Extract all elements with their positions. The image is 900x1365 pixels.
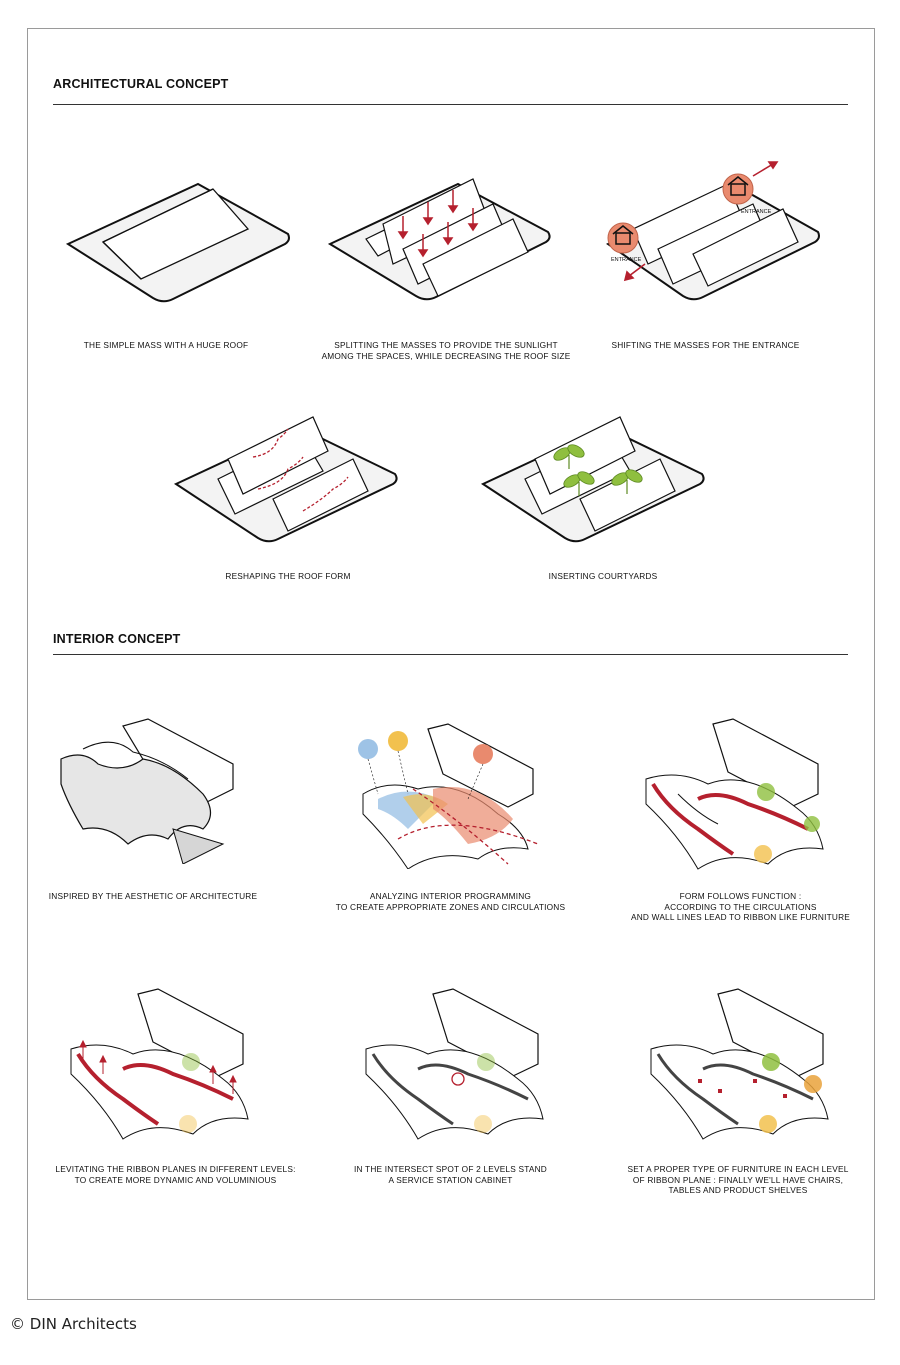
- section-divider: [53, 654, 848, 655]
- caption-programming: ANALYZING INTERIOR PROGRAMMING TO CREATE…: [328, 891, 573, 912]
- caption-line: A SERVICE STATION CABINET: [388, 1174, 513, 1185]
- caption-split-masses: SPLITTING THE MASSES TO PROVIDE THE SUNL…: [301, 340, 591, 361]
- shift-masses-diagram: ENTRANCE ENTRANCE: [606, 161, 820, 301]
- furniture-types-diagram: [650, 988, 829, 1140]
- caption-line: ACCORDING TO THE CIRCULATIONS: [664, 901, 817, 912]
- caption-line: TO CREATE APPROPRIATE ZONES AND CIRCULAT…: [335, 901, 566, 912]
- caption-aesthetic: INSPIRED BY THE AESTHETIC OF ARCHITECTUR…: [48, 891, 258, 902]
- caption-line: TABLES AND PRODUCT SHELVES: [668, 1185, 808, 1195]
- copyright-footer: © DIN Architects: [10, 1315, 137, 1333]
- caption-simple-mass: THE SIMPLE MASS WITH A HUGE ROOF: [56, 340, 276, 351]
- caption-levitating: LEVITATING THE RIBBON PLANES IN DIFFEREN…: [43, 1164, 308, 1185]
- caption-furniture-types: SET A PROPER TYPE OF FURNITURE IN EACH L…: [618, 1164, 858, 1196]
- simple-mass-diagram: [65, 182, 290, 303]
- caption-line: SHIFTING THE MASSES FOR THE ENTRANCE: [611, 340, 800, 350]
- caption-service-station: IN THE INTERSECT SPOT OF 2 LEVELS STAND …: [338, 1164, 563, 1185]
- caption-reshape-roof: RESHAPING THE ROOF FORM: [188, 571, 388, 582]
- caption-line: AND WALL LINES LEAD TO RIBBON LIKE FURNI…: [630, 912, 851, 922]
- ribbon-furniture-diagram: [645, 718, 824, 870]
- caption-shift-masses: SHIFTING THE MASSES FOR THE ENTRANCE: [593, 340, 818, 351]
- caption-line: FORM FOLLOWS FUNCTION :: [679, 891, 802, 901]
- architectural-concept-title: ARCHITECTURAL CONCEPT: [53, 77, 229, 91]
- courtyards-diagram: [480, 416, 705, 543]
- split-masses-diagram: [328, 178, 551, 301]
- interior-concept-title: INTERIOR CONCEPT: [53, 632, 181, 646]
- caption-line: SPLITTING THE MASSES TO PROVIDE THE SUNL…: [334, 340, 558, 350]
- caption-line: INSPIRED BY THE AESTHETIC OF ARCHITECTUR…: [48, 891, 258, 901]
- aesthetic-diagram: [60, 718, 234, 864]
- caption-form-follows-function: FORM FOLLOWS FUNCTION : ACCORDING TO THE…: [623, 891, 858, 923]
- diagram-sheet: ARCHITECTURAL CONCEPT: [27, 28, 875, 1300]
- levitating-diagram: [70, 988, 249, 1140]
- caption-line: IN THE INTERSECT SPOT OF 2 LEVELS STAND: [354, 1164, 547, 1174]
- section-divider: [53, 104, 848, 105]
- caption-courtyards: INSERTING COURTYARDS: [503, 571, 703, 582]
- reshape-roof-diagram: [173, 416, 398, 543]
- caption-line: LEVITATING THE RIBBON PLANES IN DIFFEREN…: [55, 1164, 296, 1174]
- service-station-diagram: [365, 988, 544, 1140]
- caption-line: AMONG THE SPACES, WHILE DECREASING THE R…: [321, 350, 571, 361]
- caption-line: TO CREATE MORE DYNAMIC AND VOLUMINIOUS: [74, 1174, 277, 1185]
- caption-line: INSERTING COURTYARDS: [548, 571, 658, 581]
- caption-line: RESHAPING THE ROOF FORM: [225, 571, 351, 581]
- programming-diagram: [358, 723, 539, 869]
- caption-line: SET A PROPER TYPE OF FURNITURE IN EACH L…: [627, 1164, 849, 1174]
- entrance-label: ENTRANCE: [611, 257, 642, 263]
- caption-line: OF RIBBON PLANE : FINALLY WE'LL HAVE CHA…: [632, 1174, 844, 1185]
- caption-line: THE SIMPLE MASS WITH A HUGE ROOF: [83, 340, 249, 350]
- caption-line: ANALYZING INTERIOR PROGRAMMING: [369, 891, 532, 901]
- entrance-label: ENTRANCE: [741, 209, 772, 215]
